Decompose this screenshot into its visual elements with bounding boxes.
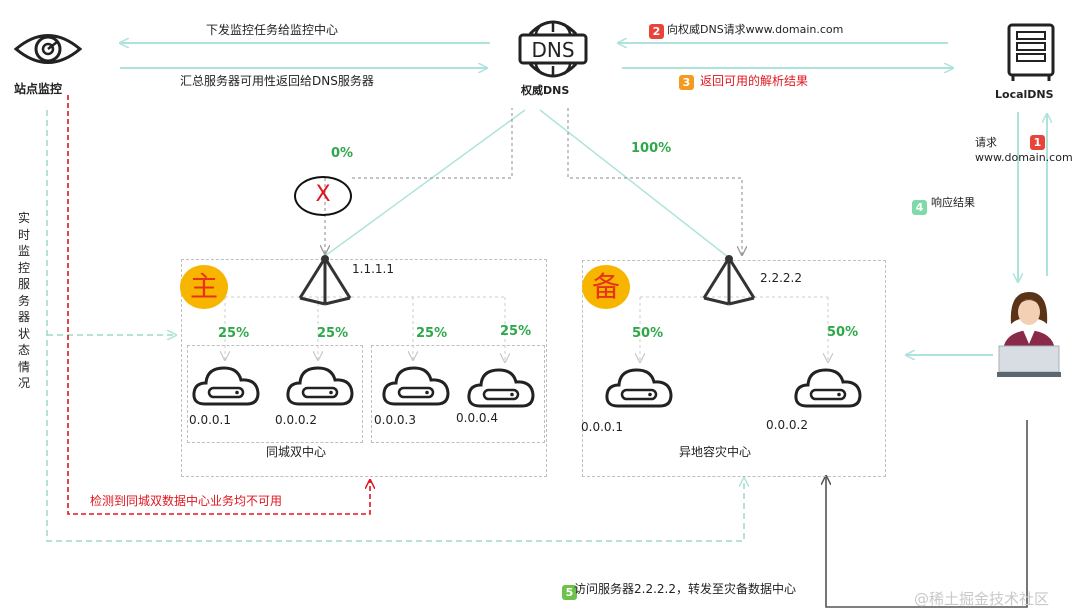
backup-server-2: 0.0.0.2 [766,418,808,432]
primary-server-4: 0.0.0.4 [456,411,498,425]
primary-share-label: 0% [331,146,354,161]
step3-badge: 3 [679,75,694,90]
detect-label: 检测到同城双数据中心业务均不可用 [90,494,283,508]
backup-badge: 备 [582,265,630,309]
arrow-step5-path [826,420,1028,608]
backup-share-label: 100% [631,141,672,156]
step2-badge: 2 [649,24,664,39]
watermark: @稀土掘金技术社区 [914,590,1050,608]
step3-label: 返回可用的解析结果 [700,74,809,88]
backup-group [582,260,886,477]
primary-server-2: 0.0.0.2 [275,413,317,427]
step5-label: 访问服务器2.2.2.2，转发至灾备数据中心 [574,582,796,596]
backup-vip: 2.2.2.2 [760,271,802,285]
step1-badge: 1 [1030,135,1045,150]
cloud-server-icon [285,362,355,412]
primary-server-3: 0.0.0.3 [374,413,416,427]
weight-b1: 50% [632,326,664,341]
weight-b2: 50% [827,325,859,340]
step1-label-a: 请求 [975,136,997,149]
primary-vip: 1.1.1.1 [352,262,394,276]
cloud-server-icon [604,364,674,414]
step1-label-b: www.domain.com [975,151,1073,164]
weight-p4: 25% [500,324,532,339]
line-dns-to-backup [539,109,729,258]
dashed-primary-path [352,108,513,179]
backup-caption: 异地容灾中心 [679,445,752,459]
dashed-monitor-loop [46,110,744,542]
localdns-label: LocalDNS [995,88,1054,101]
dashed-backup-path [567,108,742,255]
weight-p3: 25% [416,326,448,341]
weight-p2: 25% [317,326,349,341]
primary-group [181,259,547,477]
fail-x-text: X [315,182,331,207]
backup-server-1: 0.0.0.1 [581,420,623,434]
step4-label: 响应结果 [931,196,975,209]
primary-dc-b [371,345,545,443]
server-rack-icon [1005,22,1057,82]
dns-globe-icon: DNS [518,18,588,80]
load-balancer-icon [294,254,356,308]
load-balancer-icon [698,254,760,308]
step5-badge: 5 [562,585,577,600]
monitor-label: 站点监控 [14,82,63,96]
auth-dns-label: 权威DNS [521,84,570,97]
weight-p1: 25% [218,326,250,341]
dispatch-label: 下发监控任务给监控中心 [206,23,339,37]
cloud-server-icon [466,364,536,414]
fail-x-mark: X [294,176,352,216]
realtime-monitor-label: 实时监控服务器状态情况 [17,211,30,390]
user-icon [997,288,1061,378]
cloud-server-icon [191,362,261,412]
primary-dc-a [187,345,363,443]
line-dns-to-primary [324,109,526,257]
step2-label: 向权威DNS请求www.domain.com [667,23,844,36]
primary-caption: 同城双中心 [266,445,327,459]
red-detect-path [67,95,370,515]
primary-server-1: 0.0.0.1 [189,413,231,427]
primary-badge: 主 [180,265,228,309]
eye-monitor-icon [12,28,84,70]
cloud-server-icon [381,362,451,412]
cloud-server-icon [793,364,863,414]
step4-badge: 4 [912,200,927,215]
dns-icon-text: DNS [531,38,574,62]
summary-label: 汇总服务器可用性返回给DNS服务器 [180,74,374,88]
